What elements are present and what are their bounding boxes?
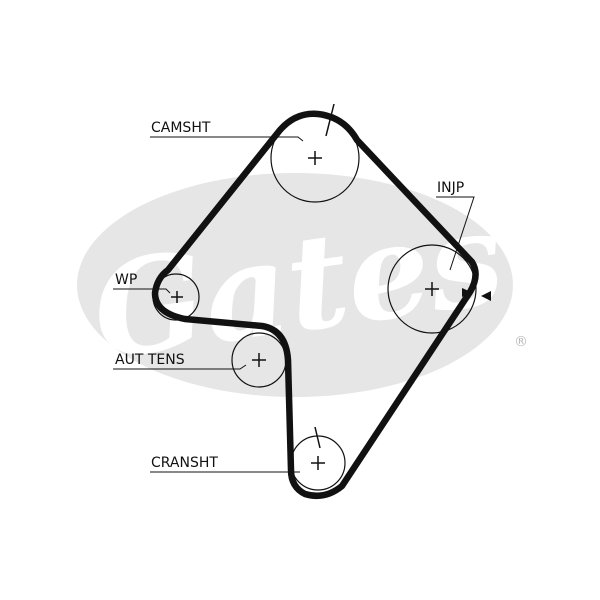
injection-pump-leader [436,196,475,271]
watermark-ellipse [77,173,513,397]
camshaft-center-icon [308,151,322,165]
camshaft-timing-mark [325,103,335,137]
water-pump-center-icon [171,291,183,303]
timing-belt [151,110,479,499]
injection-pump-timing-arrows [462,288,491,301]
timing-marks [314,103,335,449]
crankshaft-center-icon [311,456,325,470]
timing-arrow-left-icon [462,288,471,297]
crankshaft-timing-mark [314,426,321,449]
label-water-pump: WP [115,272,137,288]
registered-mark: ® [514,334,528,350]
label-camshaft: CAMSHT [151,120,211,136]
injection-pump-pulley [387,244,477,334]
leader-lines [113,136,475,473]
injection-pump-center-icon [425,282,439,296]
timing-arrow-right-icon [481,291,491,301]
label-injection-pump: INJP [437,180,464,196]
pulley-centers [171,151,439,470]
auto-tensioner-center-icon [252,353,266,367]
camshaft-leader [150,136,304,142]
label-crankshaft: CRANSHT [151,455,218,471]
auto-tensioner-leader [113,364,247,370]
label-auto-tensioner: AUT TENS [115,352,185,368]
water-pump-leader [113,288,171,294]
